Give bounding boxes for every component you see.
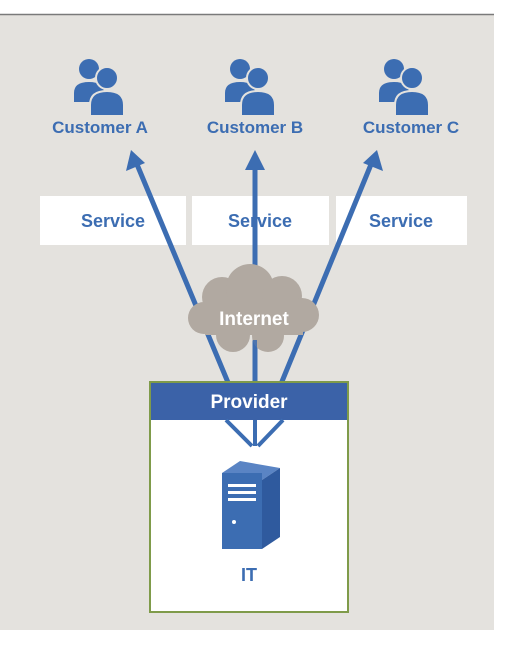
server-tower-icon [222, 461, 280, 549]
service-label-a: Service [81, 211, 145, 231]
customer-a-label: Customer A [52, 118, 148, 137]
customer-c-label: Customer C [363, 118, 459, 137]
internet-label: Internet [219, 309, 289, 330]
provider-header-bar [151, 383, 347, 420]
service-box-b [192, 196, 329, 245]
customer-c-icon [379, 59, 430, 117]
provider-header-label: Provider [210, 392, 288, 413]
service-box-c [336, 196, 467, 245]
internet-cloud-icon [188, 264, 319, 352]
customer-b-label: Customer B [207, 118, 303, 137]
provider-inner-lines [224, 418, 285, 448]
it-label: IT [241, 565, 257, 585]
customer-b-icon [225, 59, 276, 117]
arrow-head-a [126, 150, 145, 171]
customer-a-icon [74, 59, 125, 117]
arrow-head-b [245, 150, 265, 170]
arrow-head-c [363, 150, 383, 171]
service-label-b: Service [228, 211, 292, 231]
service-label-c: Service [369, 211, 433, 231]
